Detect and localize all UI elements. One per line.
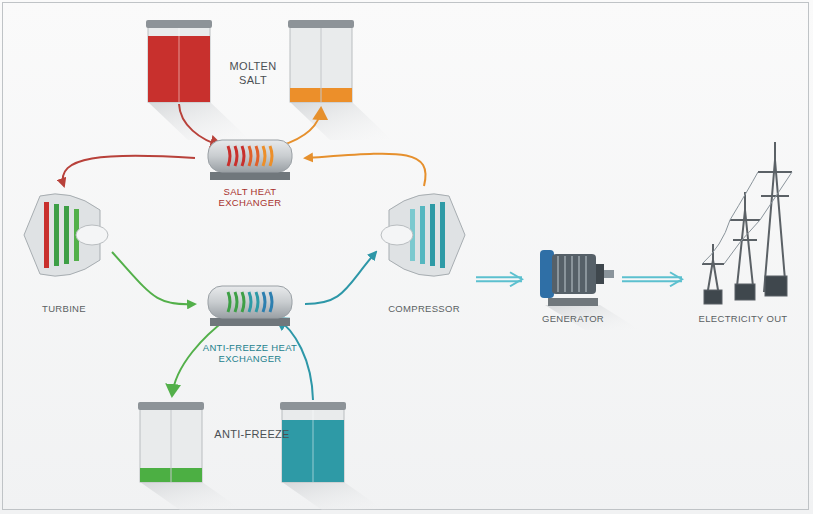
coil — [249, 146, 251, 166]
coil — [256, 292, 258, 312]
power-pylons — [702, 142, 792, 304]
heat-exchanger-node: ANTI-FREEZE HEAT EXCHANGER — [195, 280, 305, 366]
flow-line — [305, 154, 426, 186]
node-label: SALT HEAT EXCHANGER — [209, 186, 291, 210]
electricity-node: ELECTRICITY OUT — [684, 136, 802, 326]
flow-line — [63, 156, 195, 186]
connector-line — [305, 252, 376, 304]
node-label: ELECTRICITY OUT — [697, 313, 790, 326]
arrowhead-carrier — [63, 156, 195, 186]
flow-line — [305, 252, 376, 304]
coil — [235, 146, 237, 166]
coil — [228, 146, 230, 166]
connector-line — [476, 276, 522, 282]
drive-arrow — [476, 279, 522, 280]
salt-pipe — [179, 104, 222, 146]
coil — [242, 146, 244, 166]
drive-arrow — [622, 279, 682, 280]
arrowhead-carrier — [112, 252, 195, 304]
coil — [235, 292, 237, 312]
coil — [256, 146, 258, 166]
heat-exchanger — [208, 140, 292, 180]
heat-exchanger-node: SALT HEAT EXCHANGER — [195, 134, 305, 210]
cold-salt-tank — [288, 20, 392, 140]
turbine — [24, 194, 108, 276]
connector-line — [622, 276, 682, 282]
coil — [228, 292, 230, 312]
generator — [540, 250, 640, 330]
hot-salt-tank — [146, 20, 250, 140]
coil — [263, 146, 265, 166]
connector-line — [63, 156, 195, 186]
compressor-node: COMPRESSOR — [376, 186, 472, 316]
warm-antifreeze-tank — [138, 402, 242, 510]
coil — [270, 292, 272, 312]
heat-exchanger — [208, 286, 292, 326]
coil — [263, 292, 265, 312]
generator-node: GENERATOR — [524, 244, 622, 326]
tank-label: MOLTEN SALT — [222, 60, 284, 88]
arrowhead-carrier — [476, 279, 522, 280]
antifreeze-pipe — [276, 318, 313, 400]
node-label: TURBINE — [40, 303, 88, 316]
cold-antifreeze-tank — [280, 402, 384, 510]
tank-label: ANTI-FREEZE — [214, 428, 290, 442]
connector-line — [305, 154, 426, 186]
turbine-node: TURBINE — [16, 186, 112, 316]
coil — [270, 146, 272, 166]
coil — [249, 292, 251, 312]
arrowhead-carrier — [622, 279, 682, 280]
connector-gap — [622, 278, 682, 280]
node-label: GENERATOR — [540, 313, 606, 326]
arrowhead-carrier — [305, 252, 376, 304]
node-label: COMPRESSOR — [386, 303, 462, 316]
flow-line — [112, 252, 195, 304]
arrowhead-carrier — [305, 154, 426, 186]
node-label: ANTI-FREEZE HEAT EXCHANGER — [200, 342, 300, 366]
coil — [242, 292, 244, 312]
salt-pipe — [280, 108, 321, 146]
connector-gap — [476, 278, 522, 280]
compressor — [381, 194, 465, 276]
connector-line — [112, 252, 195, 304]
